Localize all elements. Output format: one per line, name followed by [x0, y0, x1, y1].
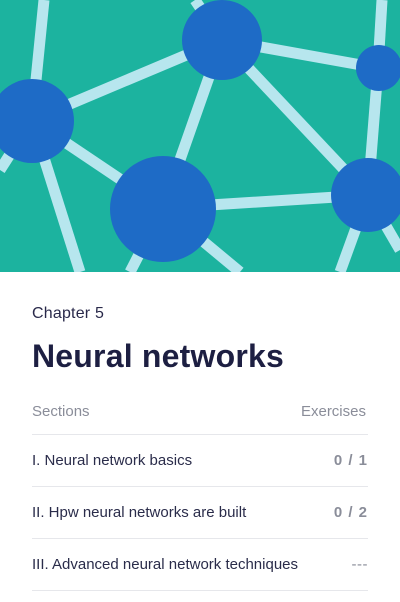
network-node [110, 156, 216, 262]
hero-illustration [0, 0, 400, 272]
section-title: I. Neural network basics [32, 452, 193, 469]
chapter-title: Neural networks [32, 338, 284, 374]
network-node [331, 158, 400, 232]
network-node [0, 79, 74, 163]
header-divider [32, 434, 368, 435]
section-title: II. Hpw neural networks are built [32, 504, 247, 521]
chapter-content: Chapter 5 Neural networks Sections Exerc… [32, 272, 368, 591]
network-nodes [0, 0, 400, 262]
chapter-label: Chapter 5 [32, 305, 105, 322]
network-node [356, 45, 400, 91]
sections-column-header: Sections [32, 402, 90, 420]
section-title: III. Advanced neural network techniques [32, 556, 299, 573]
section-exercise-count: 0 / 1 [333, 452, 368, 469]
neural-network-illustration-icon [0, 0, 400, 272]
network-node [182, 0, 262, 80]
sections-table-header: Sections Exercises [32, 400, 368, 422]
section-row-1[interactable]: I. Neural network basics 0 / 1 [32, 435, 368, 487]
section-row-2[interactable]: II. Hpw neural networks are built 0 / 2 [32, 487, 368, 539]
exercises-column-header: Exercises [300, 402, 366, 420]
section-exercise-count: 0 / 2 [333, 504, 368, 521]
section-row-3[interactable]: III. Advanced neural network techniques … [32, 539, 368, 591]
section-exercise-count: --- [351, 556, 368, 573]
